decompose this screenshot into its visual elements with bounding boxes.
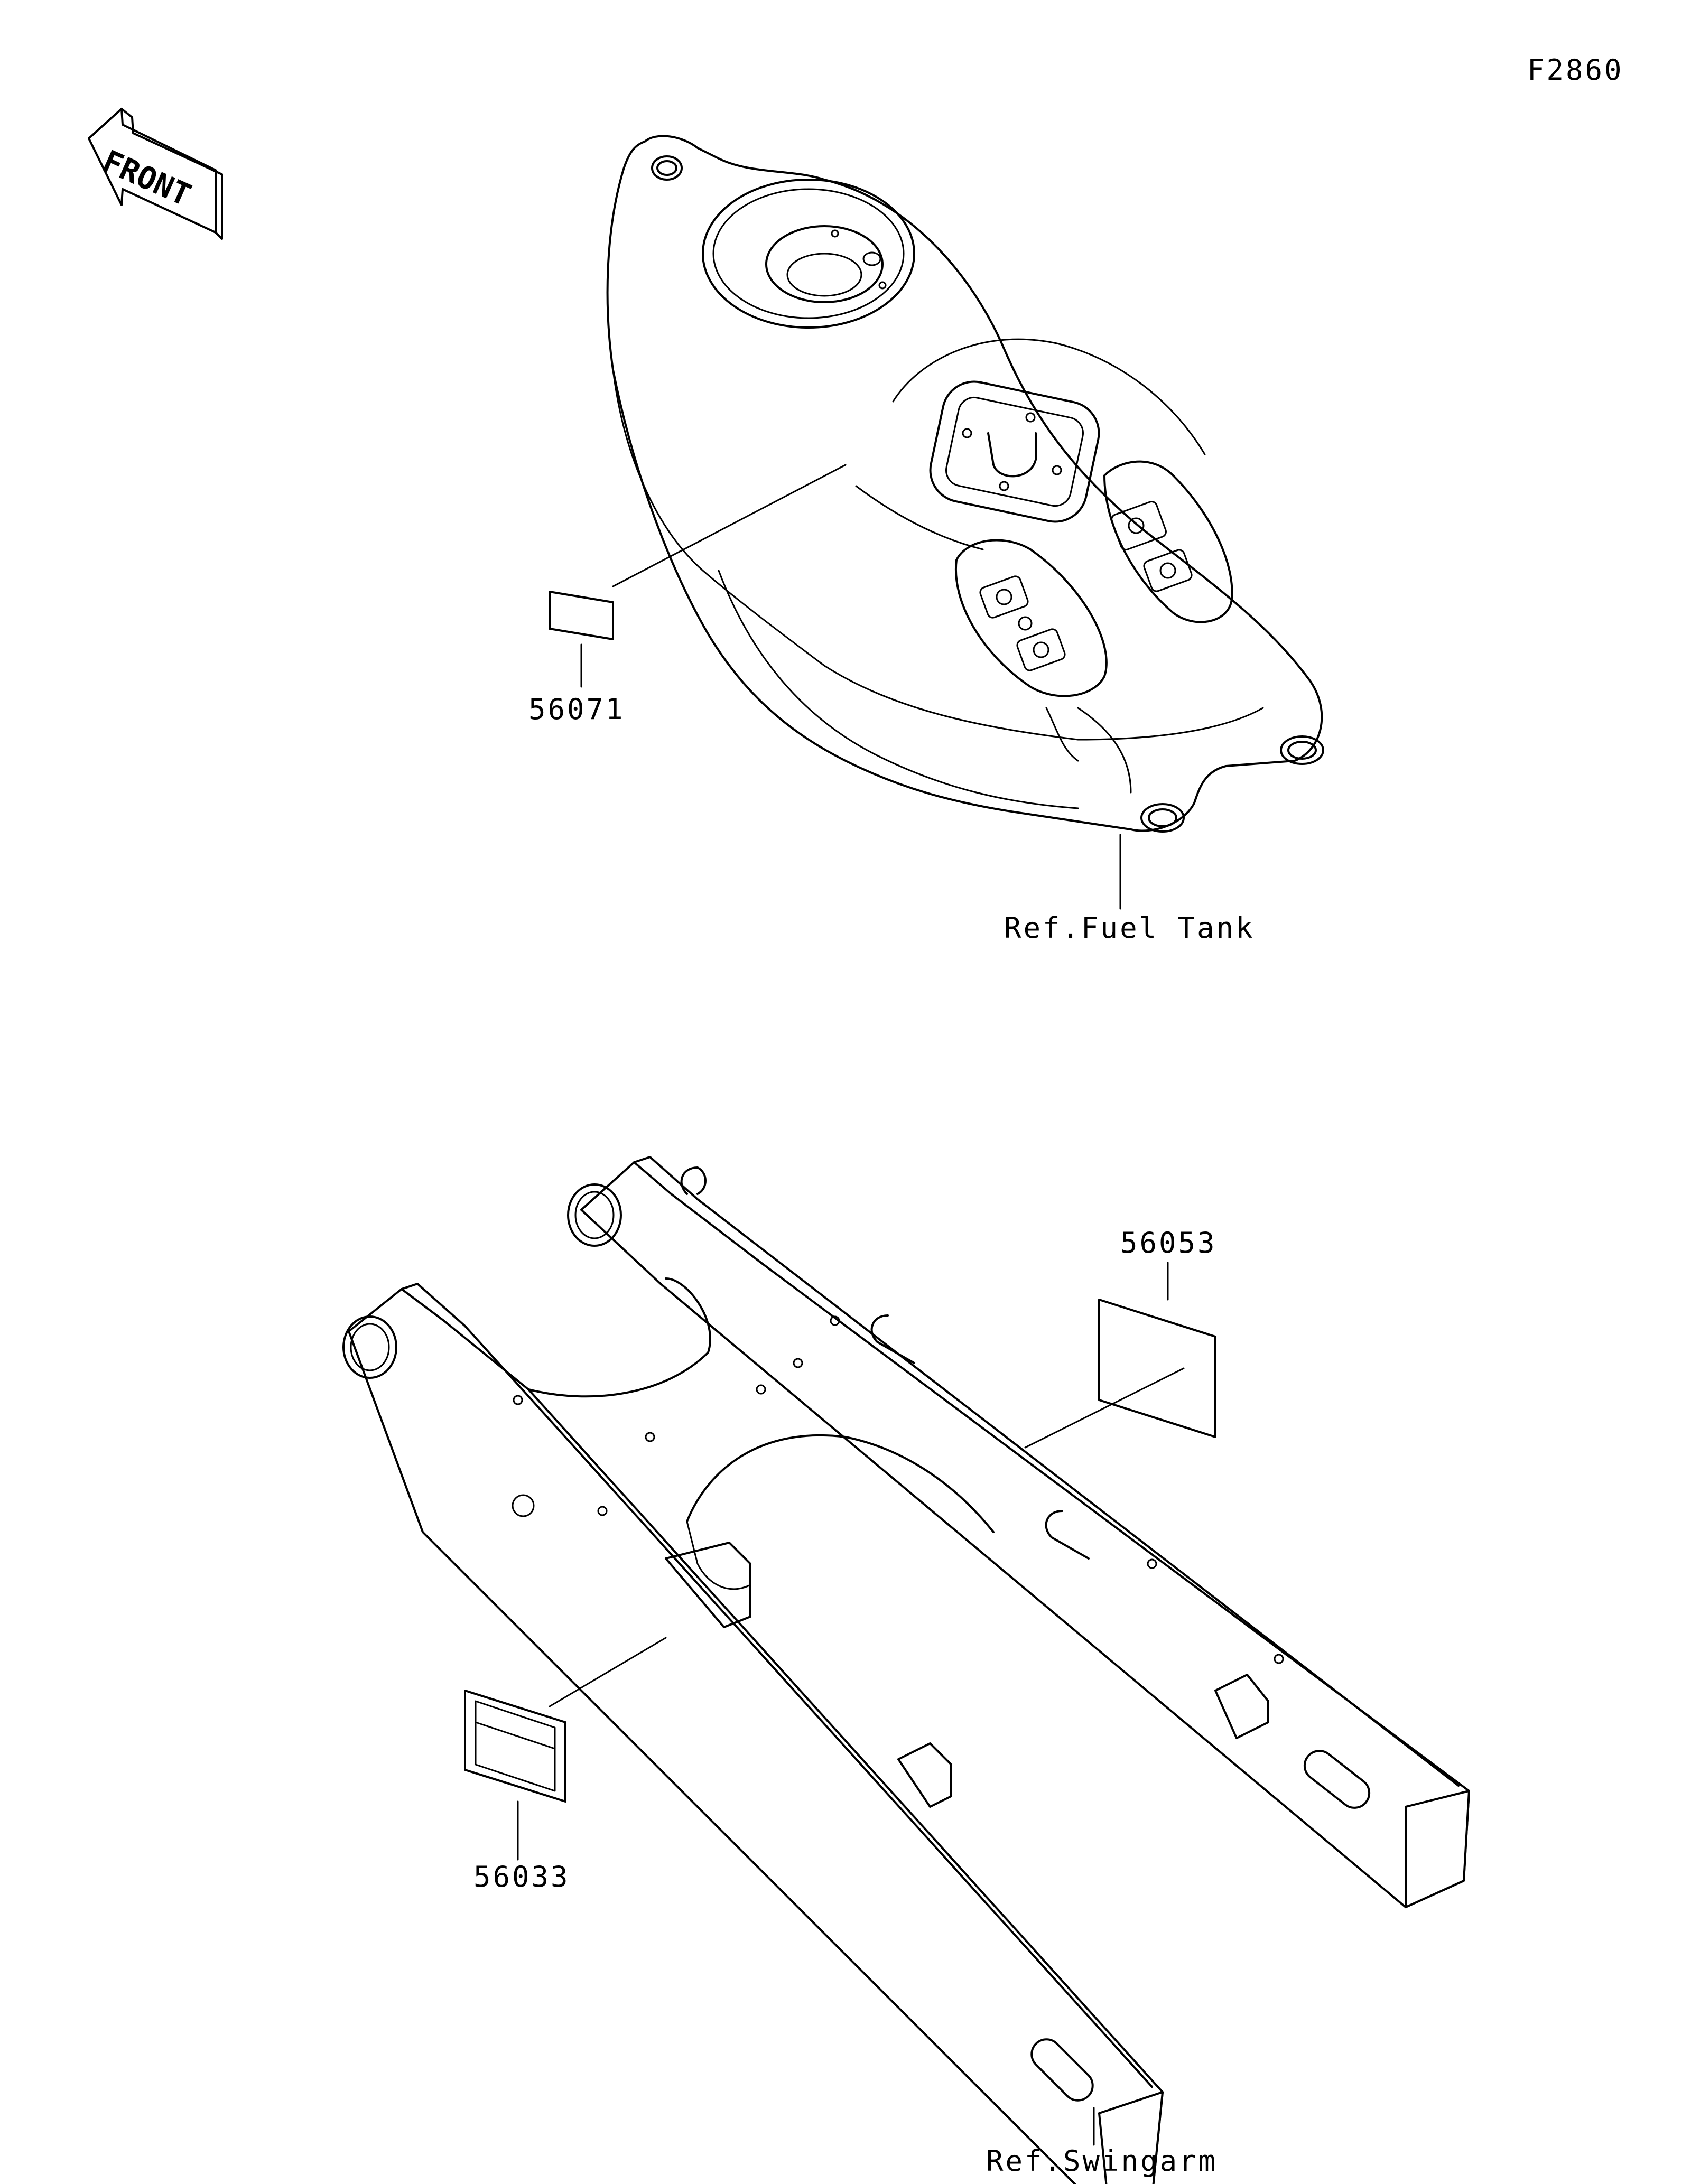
ref-fuel-tank: Ref.Fuel Tank — [1004, 911, 1255, 945]
part-number-56033: 56033 — [473, 1860, 570, 1893]
ref-swingarm: Ref.Swingarm — [986, 2144, 1218, 2178]
decal-56053 — [1098, 1299, 1216, 1438]
part-number-56071: 56071 — [528, 693, 625, 726]
part-number-56053: 56053 — [1120, 1226, 1217, 1259]
decal-56033 — [464, 1690, 566, 1803]
figure-code: F2860 — [1527, 53, 1624, 87]
decal-56071 — [549, 591, 614, 640]
